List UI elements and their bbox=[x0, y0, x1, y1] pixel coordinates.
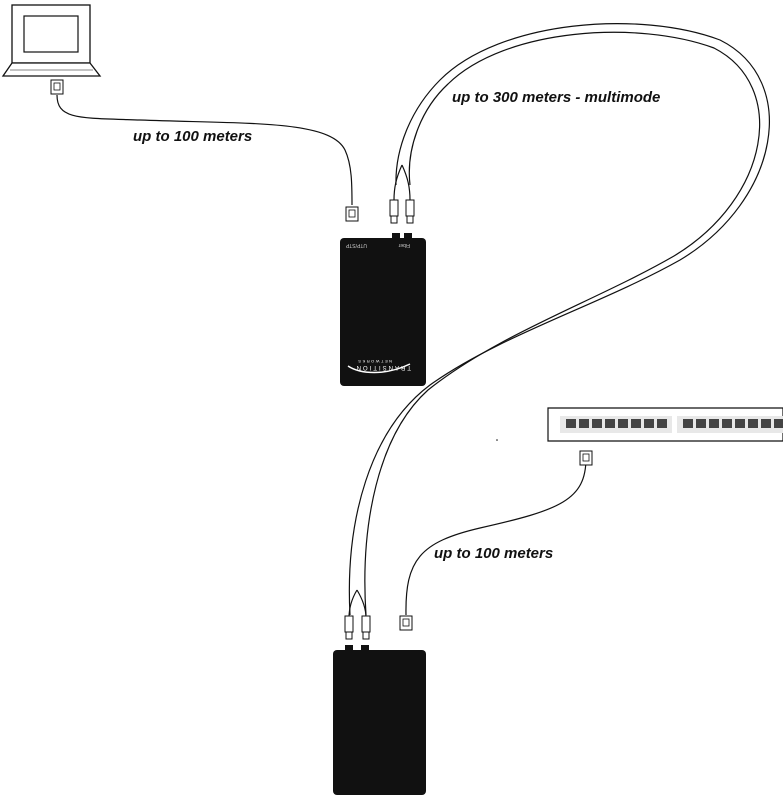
rj45-connector-icon bbox=[50, 79, 64, 95]
media-converter-top: UTP/STP Fiber TRANSITION NETWORKS bbox=[340, 233, 426, 386]
fiber-split-top bbox=[393, 164, 411, 201]
label-fiber-distance: up to 300 meters - multimode bbox=[452, 89, 660, 106]
fiber-cable-2 bbox=[364, 31, 761, 616]
fiber-connector-icon bbox=[344, 615, 371, 640]
brand-name: TRANSITION bbox=[355, 364, 411, 370]
transition-logo-icon: TRANSITION NETWORKS bbox=[347, 359, 411, 374]
label-utp-distance-bottom: up to 100 meters bbox=[434, 545, 553, 562]
brand-subtitle: NETWORKS bbox=[357, 359, 392, 364]
fiber-cable-1 bbox=[348, 23, 770, 616]
port-label-utp: UTP/STP bbox=[345, 242, 367, 248]
utp-cable-top bbox=[56, 94, 353, 206]
switch-ports bbox=[566, 419, 783, 428]
port-label-fiber: Fiber bbox=[398, 242, 410, 248]
rj45-connector-icon bbox=[345, 206, 359, 222]
media-converter-bottom bbox=[333, 645, 426, 795]
cables bbox=[56, 23, 770, 619]
fiber-split-bottom bbox=[348, 589, 367, 619]
rj45-connector-icon bbox=[579, 450, 593, 466]
rj45-connector-icon bbox=[399, 615, 413, 631]
label-utp-distance-top: up to 100 meters bbox=[133, 128, 252, 145]
fiber-connector-icon bbox=[389, 199, 415, 224]
laptop-computer-icon bbox=[1, 4, 102, 77]
stray-dot bbox=[496, 439, 498, 441]
ethernet-switch-icon bbox=[547, 407, 783, 442]
utp-cable-bottom bbox=[405, 457, 587, 616]
